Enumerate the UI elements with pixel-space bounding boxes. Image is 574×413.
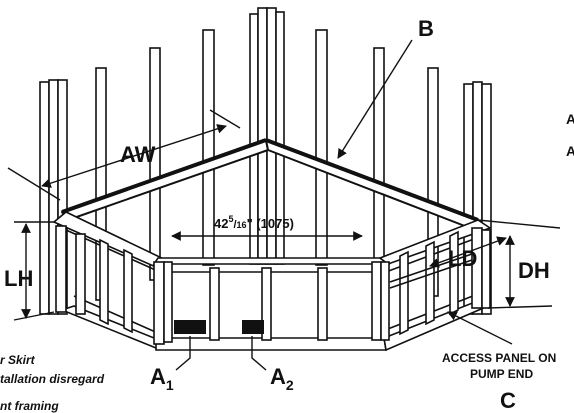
block-A1 xyxy=(174,320,206,334)
label-AW: AW xyxy=(120,142,156,167)
stud-right-2 xyxy=(373,47,385,279)
label-C: C xyxy=(500,388,516,413)
label-B: B xyxy=(418,16,434,41)
access-panel-line2: PUMP END xyxy=(470,367,533,381)
stud-left-1 xyxy=(39,79,68,315)
label-A2: A2 xyxy=(270,364,294,393)
skirt-note-line1: r Skirt xyxy=(0,353,36,367)
edge-letter-2: A xyxy=(566,143,574,159)
labels: B AW LH LD DH 425/16" (1075) A1 A2 ACCES… xyxy=(0,16,574,413)
label-LH: LH xyxy=(4,266,33,291)
edge-letter-1: A xyxy=(566,111,574,127)
pump-blocks xyxy=(174,320,264,334)
top-plate-front xyxy=(152,257,391,265)
label-A1: A1 xyxy=(150,364,174,393)
access-panel-line1: ACCESS PANEL ON xyxy=(442,351,556,365)
dimension-42-5-16: 425/16" (1075) xyxy=(214,214,294,231)
stud-left-4 xyxy=(202,29,215,266)
skirt-note-line2: tallation disregard xyxy=(0,372,105,386)
block-A2 xyxy=(242,320,264,334)
label-LD: LD xyxy=(448,246,477,271)
label-DH: DH xyxy=(518,258,550,283)
dimension-lines xyxy=(7,39,561,371)
skirt-note-line3: nt framing xyxy=(0,399,59,413)
stud-right-1 xyxy=(315,29,328,266)
